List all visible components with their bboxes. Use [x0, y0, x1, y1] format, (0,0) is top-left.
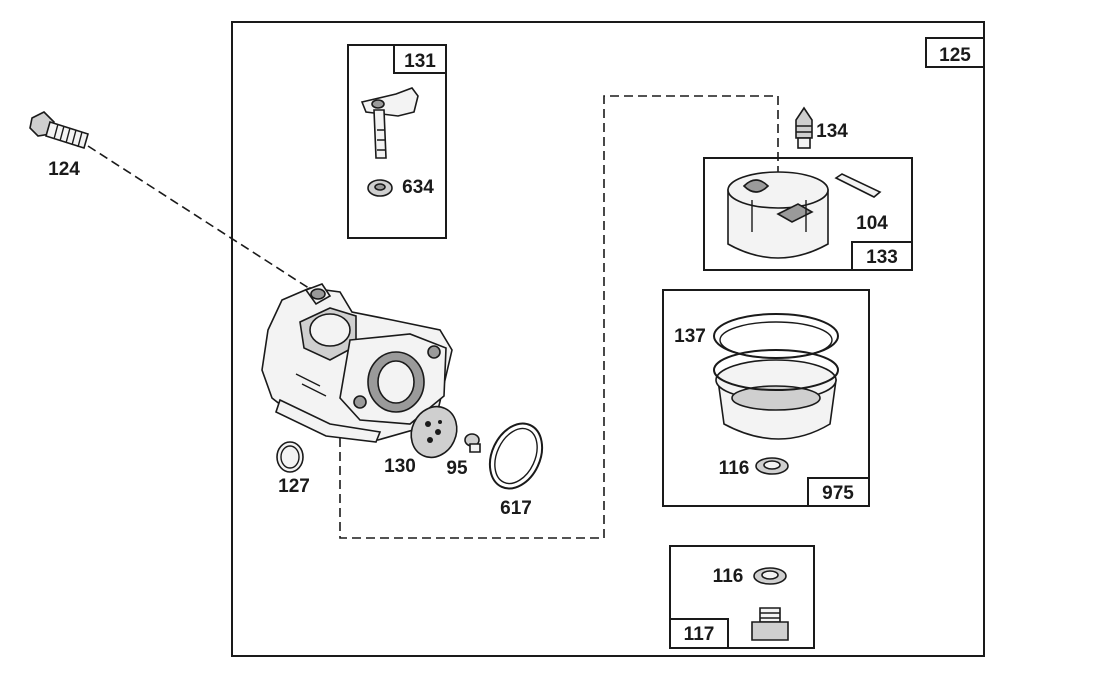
label-95: 95	[446, 458, 468, 479]
seal-634	[367, 179, 393, 197]
label-116-bowl: 116	[719, 458, 750, 479]
label-box-117	[669, 618, 729, 649]
label-124: 124	[48, 159, 80, 180]
label-617: 617	[500, 498, 532, 519]
label-box-125	[925, 37, 985, 68]
pin-104	[834, 173, 882, 198]
box-133	[703, 157, 913, 271]
label-104: 104	[856, 213, 888, 234]
box-975	[662, 289, 870, 507]
label-134: 134	[816, 121, 848, 142]
leader-bolt-124	[87, 145, 319, 295]
label-133: 133	[866, 247, 898, 268]
throttle-shaft-131	[360, 87, 419, 159]
plug-127	[276, 441, 304, 473]
gasket-130	[410, 405, 458, 459]
washer-116-bowl	[755, 457, 789, 475]
washer-116-plug	[753, 567, 787, 585]
label-box-975	[807, 477, 870, 507]
screw-95	[464, 433, 481, 453]
label-box-131	[393, 44, 447, 74]
label-125: 125	[939, 45, 971, 66]
label-117: 117	[684, 624, 715, 645]
carburetor-body	[261, 283, 453, 443]
label-975: 975	[822, 483, 854, 504]
oring-617	[488, 422, 544, 490]
box-117	[669, 545, 815, 649]
label-137: 137	[674, 326, 706, 347]
frame-125	[231, 21, 985, 657]
bolt-117	[751, 607, 789, 641]
needle-134	[795, 106, 813, 149]
label-131: 131	[404, 51, 436, 72]
label-box-133	[851, 241, 913, 271]
label-116-plug: 116	[713, 566, 744, 587]
oring-137	[713, 313, 839, 391]
bowl-975	[715, 359, 837, 440]
label-127: 127	[278, 476, 310, 497]
label-634: 634	[402, 177, 434, 198]
float-133	[727, 171, 829, 259]
bolt-124	[29, 111, 89, 150]
label-130: 130	[384, 456, 416, 477]
